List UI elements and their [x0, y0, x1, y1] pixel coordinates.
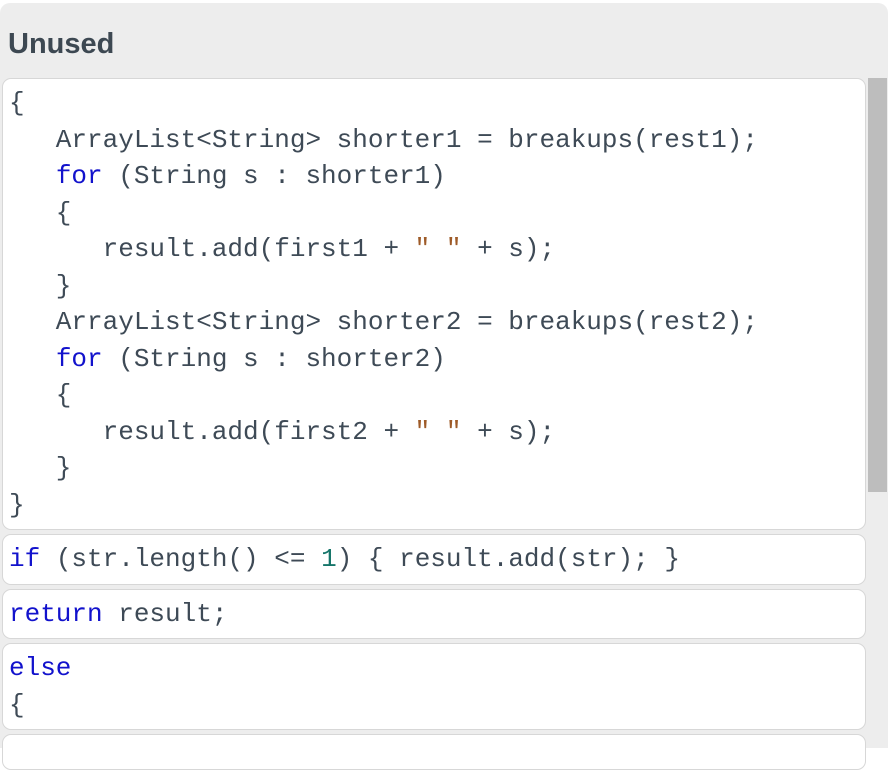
code-block-text: else { [9, 653, 72, 720]
code-block[interactable]: if (str.length() <= 1) { result.add(str)… [2, 534, 866, 585]
code-block-text: { ArrayList<String> shorter1 = breakups(… [9, 88, 758, 520]
code-block[interactable]: { ArrayList<String> shorter1 = breakups(… [2, 78, 866, 530]
code-block-text: if (str.length() <= 1) { result.add(str)… [9, 544, 680, 574]
scrollbar-thumb[interactable] [868, 78, 887, 492]
unused-panel: Unused { ArrayList<String> shorter1 = br… [0, 3, 888, 770]
panel-title: Unused [8, 28, 115, 60]
code-block[interactable]: return result; [2, 588, 866, 639]
code-block-text: return result; [9, 598, 228, 629]
code-block-list: { ArrayList<String> shorter1 = breakups(… [2, 78, 866, 770]
code-block[interactable] [2, 734, 866, 770]
code-block[interactable]: else { [2, 643, 866, 730]
